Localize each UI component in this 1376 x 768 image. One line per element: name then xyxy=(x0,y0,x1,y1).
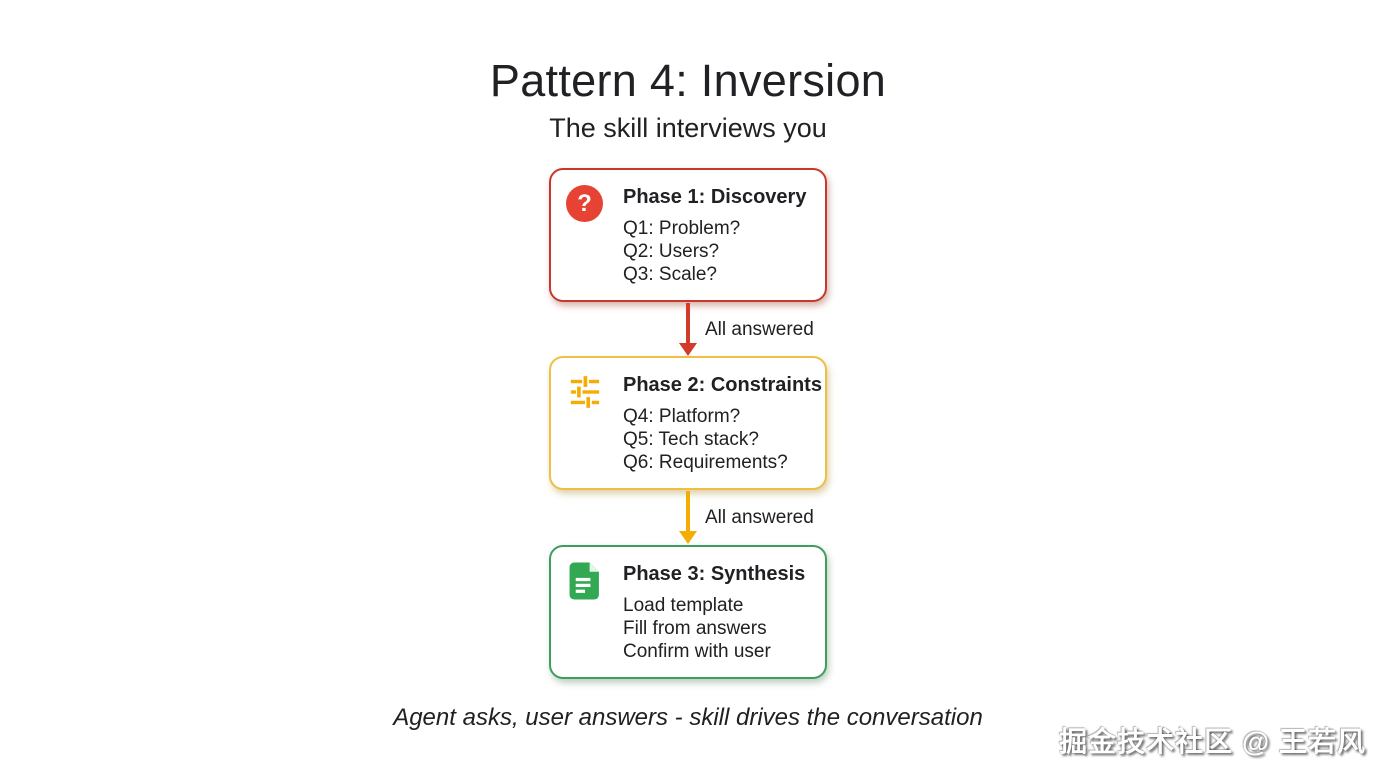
phase-1-content: Phase 1: Discovery Q1: Problem? Q2: User… xyxy=(623,186,806,286)
watermark: 掘金技术社区 @ 王若风 xyxy=(1059,726,1366,757)
phase-2-title: Phase 2: Constraints xyxy=(623,374,822,396)
arrow-stem xyxy=(686,303,690,343)
phase-2-line-1: Q4: Platform? xyxy=(623,406,741,427)
phase-1-line-2: Q2: Users? xyxy=(623,241,720,262)
phase-3-card: Phase 3: Synthesis Load template Fill fr… xyxy=(549,545,827,679)
phase-3-line-3: Confirm with user xyxy=(623,641,771,662)
phase-3-line-2: Fill from answers xyxy=(623,618,767,639)
phase-3-content: Phase 3: Synthesis Load template Fill fr… xyxy=(623,563,805,663)
help-icon-glyph: ? xyxy=(566,185,603,222)
phase-3-line-1: Load template xyxy=(623,595,744,616)
phase-2-line-3: Q6: Requirements? xyxy=(623,452,788,473)
phase-3-title: Phase 3: Synthesis xyxy=(623,563,806,585)
phase-1-line-3: Q3: Scale? xyxy=(623,264,717,285)
arrow-head-icon xyxy=(679,343,697,356)
arrow-head-icon xyxy=(679,531,697,544)
page-subtitle: The skill interviews you xyxy=(549,113,827,143)
tune-sliders-icon xyxy=(566,373,603,410)
connector-arrow-2: All answered xyxy=(549,491,827,544)
connector-arrow-1: All answered xyxy=(549,303,827,356)
connector-2-label: All answered xyxy=(705,507,814,528)
footer-note: Agent asks, user answers - skill drives … xyxy=(393,704,983,731)
phase-1-line-1: Q1: Problem? xyxy=(623,218,741,239)
page-title: Pattern 4: Inversion xyxy=(489,55,887,106)
arrow-stem xyxy=(686,491,690,531)
connector-1-label: All answered xyxy=(705,319,814,340)
phase-2-content: Phase 2: Constraints Q4: Platform? Q5: T… xyxy=(623,374,822,474)
phase-2-card: Phase 2: Constraints Q4: Platform? Q5: T… xyxy=(549,356,827,490)
phase-1-card: ? Phase 1: Discovery Q1: Problem? Q2: Us… xyxy=(549,168,827,302)
phase-2-line-2: Q5: Tech stack? xyxy=(623,429,759,450)
help-icon: ? xyxy=(566,185,603,222)
phase-1-title: Phase 1: Discovery xyxy=(623,186,807,208)
document-icon xyxy=(566,561,603,600)
